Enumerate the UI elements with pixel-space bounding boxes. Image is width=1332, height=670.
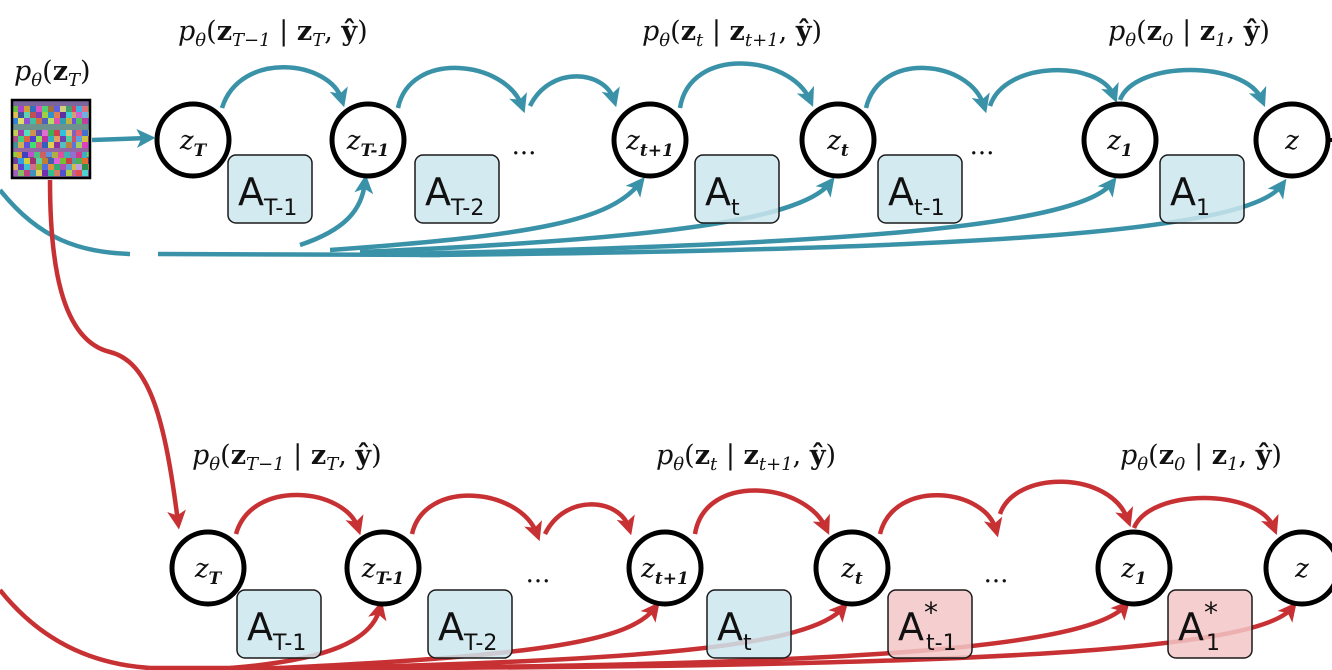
svg-text:At: At bbox=[717, 605, 752, 656]
svg-text:z1: z1 bbox=[1120, 554, 1147, 589]
svg-text:AT-1: AT-1 bbox=[238, 170, 297, 221]
condition-feed-arrow bbox=[329, 177, 645, 253]
svg-text:At: At bbox=[705, 170, 740, 221]
prior-sub: T bbox=[68, 70, 82, 91]
svg-text:zt: zt bbox=[840, 554, 863, 589]
transition-arc bbox=[692, 488, 830, 535]
latent-node: z bbox=[1253, 101, 1331, 179]
condition-feed-line bbox=[0, 588, 151, 670]
connector-arrows bbox=[47, 128, 186, 530]
transition-arc bbox=[997, 479, 1134, 528]
latent-node: zt+1 bbox=[611, 101, 689, 179]
svg-text:zT-1: zT-1 bbox=[346, 126, 389, 161]
condition-feed-arrow bbox=[299, 174, 374, 248]
latent-node: z1 bbox=[1095, 529, 1173, 607]
transition-arc bbox=[677, 61, 815, 109]
svg-text:zT: zT bbox=[194, 554, 223, 589]
svg-text:AT-2: AT-2 bbox=[438, 605, 497, 656]
operator-box: AT-2 bbox=[427, 589, 513, 659]
operator-box: AT-1 bbox=[227, 154, 313, 224]
condition-feed-arrow bbox=[279, 602, 660, 670]
svg-text:A1: A1 bbox=[1170, 170, 1210, 221]
latent-node: z1 bbox=[1081, 101, 1159, 179]
operator-box: A1 bbox=[1159, 154, 1245, 224]
transition-label: pθ(zt | zt+1, ŷ) bbox=[656, 440, 836, 475]
latent-node: zt+1 bbox=[626, 529, 704, 607]
bottom-chain: pθ(zT−1 | zT, ŷ) pθ(zt | zt+1, ŷ) pθ(z0 | … bbox=[0, 440, 1332, 670]
transition-arc bbox=[1117, 67, 1267, 107]
transition-arc bbox=[987, 68, 1119, 107]
svg-text:AT-2: AT-2 bbox=[425, 170, 484, 221]
operator-box: A*1 bbox=[1167, 589, 1253, 659]
svg-text:zT-1: zT-1 bbox=[361, 554, 404, 589]
svg-text:zt+1: zt+1 bbox=[640, 554, 689, 589]
svg-text:AT-1: AT-1 bbox=[247, 605, 306, 656]
transition-label: pθ(z0 | z1, ŷ) bbox=[1120, 440, 1282, 475]
noise-to-top-arrow bbox=[91, 128, 156, 148]
prior-theta: θ bbox=[31, 70, 42, 91]
prior-arg: z bbox=[53, 56, 68, 87]
latent-node: zt bbox=[813, 529, 891, 607]
condition-feed-line bbox=[0, 188, 131, 257]
condition-feed-arrow bbox=[359, 177, 835, 255]
prior-p: p bbox=[14, 56, 31, 87]
condition-feed-arrow bbox=[399, 602, 1297, 670]
transition-arc bbox=[542, 502, 635, 536]
latent-node: zT-1 bbox=[344, 529, 422, 607]
top-chain: pθ(zT−1 | zT, ŷ) pθ(zt | zt+1, ŷ) pθ(z0 | … bbox=[0, 16, 1332, 258]
svg-text:zT: zT bbox=[179, 126, 208, 161]
svg-text:A*1: A*1 bbox=[1178, 596, 1220, 656]
transition-arc bbox=[527, 74, 620, 108]
svg-text:A*t-1: A*t-1 bbox=[898, 596, 957, 656]
operator-box: A*t-1 bbox=[887, 589, 973, 659]
svg-text:zt: zt bbox=[826, 126, 849, 161]
transition-arc bbox=[219, 65, 348, 109]
prior-label: pθ(zT) bbox=[14, 56, 91, 91]
svg-text:z1: z1 bbox=[1106, 126, 1133, 161]
ellipsis: ... bbox=[512, 131, 537, 161]
transition-arc bbox=[409, 493, 542, 542]
condition-feed-arrow bbox=[419, 178, 1287, 258]
transition-arc bbox=[233, 492, 364, 536]
transition-label: pθ(z0 | z1, ŷ) bbox=[1108, 16, 1270, 51]
svg-text:z: z bbox=[1284, 126, 1299, 156]
condition-feed-arrow bbox=[319, 602, 849, 670]
svg-text:pθ(zT): pθ(zT) bbox=[14, 56, 91, 91]
operator-box: At-1 bbox=[877, 154, 963, 224]
operator-box: At bbox=[706, 589, 792, 659]
noise-image bbox=[10, 98, 92, 180]
transition-arc bbox=[863, 65, 990, 114]
noise-to-bottom-arrow bbox=[47, 179, 186, 530]
ellipsis: ... bbox=[526, 559, 551, 589]
condition-feed-arrow bbox=[389, 177, 1117, 257]
svg-text:z: z bbox=[1294, 554, 1309, 584]
operator-box: AT-2 bbox=[414, 154, 500, 224]
ellipsis: ... bbox=[984, 559, 1009, 589]
transition-label: pθ(zt | zt+1, ŷ) bbox=[642, 16, 822, 51]
latent-node: zT bbox=[169, 529, 247, 607]
condition-feed-arrow bbox=[229, 600, 387, 670]
ellipsis: ... bbox=[970, 131, 995, 161]
operator-box: AT-1 bbox=[236, 589, 322, 659]
operator-box: At bbox=[694, 154, 780, 224]
transition-label: pθ(zT−1 | zT, ŷ) bbox=[178, 16, 368, 51]
transition-arc bbox=[877, 493, 1003, 538]
latent-node: zt bbox=[799, 101, 877, 179]
latent-node: zT-1 bbox=[329, 101, 407, 179]
svg-text:zt+1: zt+1 bbox=[625, 126, 674, 161]
condition-feed-line bbox=[157, 251, 441, 258]
transition-arc bbox=[395, 65, 527, 114]
transition-label: pθ(zT−1 | zT, ŷ) bbox=[192, 440, 382, 475]
latent-node: z bbox=[1263, 529, 1332, 607]
latent-node: zT bbox=[154, 101, 232, 179]
svg-text:At-1: At-1 bbox=[888, 170, 945, 221]
transition-arc bbox=[1131, 495, 1279, 536]
